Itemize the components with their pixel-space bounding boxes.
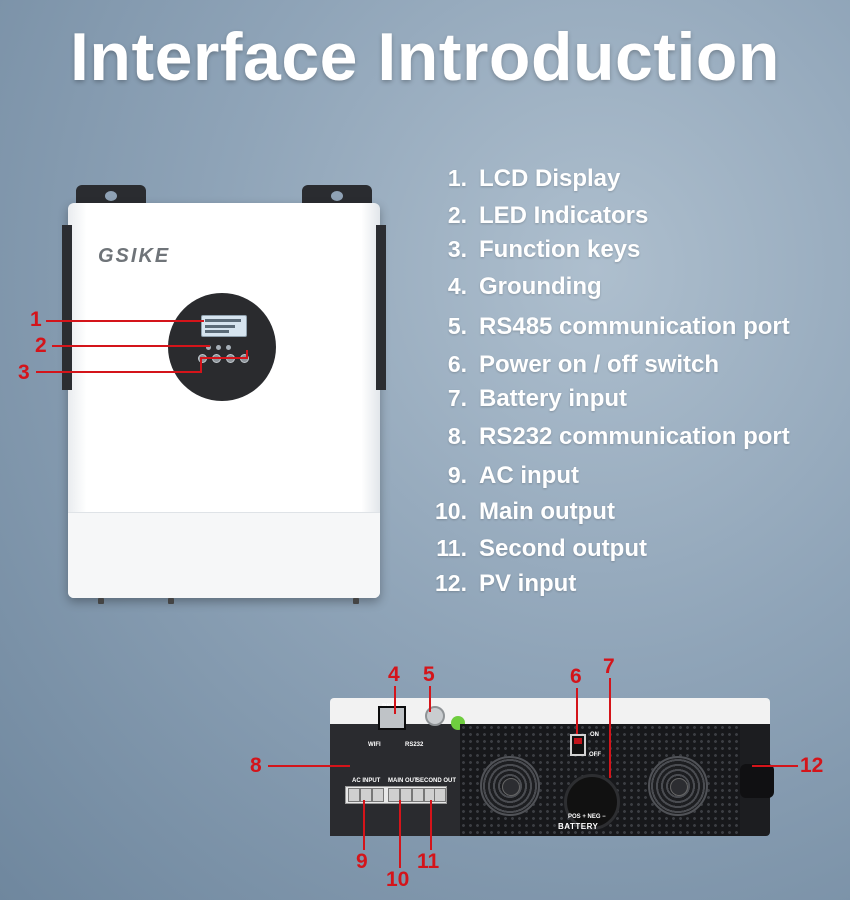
- feature-number: 2.: [447, 202, 467, 228]
- feature-label: Function keys: [479, 236, 641, 263]
- callout-line: [430, 800, 432, 850]
- feature-item: 5. RS485 communication port: [425, 313, 790, 341]
- brand-logo: GSIKE: [98, 245, 171, 267]
- feature-item: 10. Main output: [425, 498, 615, 526]
- callout-line: [46, 320, 204, 322]
- feature-number: 12.: [435, 570, 467, 596]
- bottom-panel: [68, 512, 380, 598]
- inverter-case: GSIKE: [62, 203, 386, 604]
- grounding-screw: [425, 706, 445, 726]
- callout-line: [363, 800, 365, 850]
- feature-number: 9.: [447, 462, 467, 488]
- callout-line: [52, 345, 210, 347]
- rs232-label: RS232: [405, 742, 424, 748]
- cooling-fan: [480, 756, 540, 816]
- main-out-label: MAIN OUT: [388, 778, 418, 784]
- feature-item: 2. LED Indicators: [425, 202, 649, 230]
- feature-label: PV input: [479, 570, 577, 597]
- led-indicator: [216, 345, 221, 350]
- feature-number: 3.: [447, 236, 467, 262]
- control-panel: [168, 293, 276, 401]
- ac-input-label: AC INPUT: [352, 778, 381, 784]
- feature-item: 8. RS232 communication port: [425, 423, 790, 451]
- callout-line: [429, 686, 431, 712]
- switch-off-label: OFF: [589, 752, 601, 758]
- callout-line: [36, 371, 200, 373]
- feature-number: 1.: [447, 165, 467, 191]
- feature-label: Second output: [479, 535, 647, 562]
- led-indicator: [226, 345, 231, 350]
- callout-number: 12: [800, 754, 824, 777]
- feature-label: RS232 communication port: [479, 423, 790, 450]
- battery-port: [564, 774, 620, 830]
- feature-number: 5.: [447, 313, 467, 339]
- callout-line: [200, 357, 246, 359]
- power-switch: [570, 734, 586, 756]
- feature-item: 3. Function keys: [425, 236, 641, 264]
- rear-panel: RS485 WIFI RS232 AC INPUT MAIN OUT SECON…: [330, 704, 774, 836]
- callout-number: 4: [388, 663, 400, 686]
- feature-label: RS485 communication port: [479, 313, 790, 340]
- lcd-display: [201, 315, 247, 337]
- callout-number: 10: [386, 868, 410, 891]
- feature-label: AC input: [479, 462, 579, 489]
- pv-connector: [740, 764, 774, 798]
- feature-item: 12. PV input: [425, 570, 576, 598]
- callout-line: [576, 688, 578, 734]
- callout-line: [394, 686, 396, 714]
- wifi-label: WIFI: [368, 742, 381, 748]
- io-panel: RS485 WIFI RS232 AC INPUT MAIN OUT SECON…: [330, 704, 465, 836]
- callout-line: [268, 765, 350, 767]
- feature-item: 11. Second output: [425, 535, 647, 563]
- inverter-rear-image: RS485 WIFI RS232 AC INPUT MAIN OUT SECON…: [330, 698, 774, 838]
- callout-line: [200, 357, 202, 373]
- feature-label: Grounding: [479, 273, 602, 300]
- feature-label: LED Indicators: [479, 202, 649, 229]
- rs485-port: [378, 706, 406, 730]
- callout-line: [609, 678, 611, 778]
- feature-item: 9. AC input: [425, 462, 579, 490]
- inverter-front-image: GSIKE: [62, 185, 386, 604]
- battery-polarity-label: POS + NEG −: [568, 814, 606, 820]
- feature-label: Battery input: [479, 385, 628, 412]
- callout-line: [246, 350, 248, 359]
- switch-on-label: ON: [590, 732, 599, 738]
- callout-number: 5: [423, 663, 435, 686]
- feature-number: 10.: [435, 498, 467, 524]
- second-out-label: SECOND OUT: [416, 778, 457, 784]
- callout-number: 3: [18, 361, 30, 384]
- feature-number: 6.: [447, 351, 467, 377]
- feature-label: LCD Display: [479, 165, 621, 192]
- callout-number: 6: [570, 665, 582, 688]
- callout-number: 2: [35, 334, 47, 357]
- feature-item: 1. LCD Display: [425, 165, 621, 193]
- callout-line: [752, 765, 798, 767]
- feature-number: 4.: [447, 273, 467, 299]
- callout-line: [399, 800, 401, 868]
- feature-label: Main output: [479, 498, 615, 525]
- feature-number: 7.: [447, 385, 467, 411]
- feature-item: 6. Power on / off switch: [425, 351, 719, 379]
- callout-number: 1: [30, 308, 42, 331]
- led-indicator: [206, 345, 211, 350]
- callout-number: 9: [356, 850, 368, 873]
- battery-label: BATTERY: [558, 822, 599, 831]
- cooling-fan: [648, 756, 708, 816]
- page-title: Interface Introduction: [70, 19, 780, 95]
- feature-number: 11.: [436, 535, 467, 561]
- callout-number: 7: [603, 655, 615, 678]
- callout-number: 11: [417, 850, 440, 873]
- callout-number: 8: [250, 754, 262, 777]
- feature-number: 8.: [447, 423, 467, 449]
- feature-label: Power on / off switch: [479, 351, 720, 378]
- feature-item: 7. Battery input: [425, 385, 627, 413]
- feature-item: 4. Grounding: [425, 273, 602, 301]
- terminal-block: [345, 786, 447, 804]
